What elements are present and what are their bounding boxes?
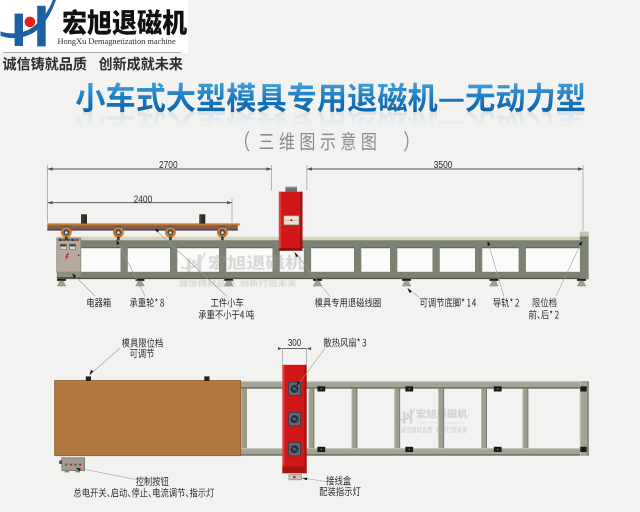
svg-text:2700: 2700 (159, 159, 178, 171)
svg-text:HongXu Demagnetization machine: HongXu Demagnetization machine (417, 420, 466, 424)
svg-text:300: 300 (288, 337, 301, 348)
svg-text:2400: 2400 (134, 194, 153, 206)
svg-text:3500: 3500 (434, 159, 453, 171)
svg-text:HongXu Demagnetization machine: HongXu Demagnetization machine (58, 37, 176, 46)
svg-text:HongXu Demagnetization machine: HongXu Demagnetization machine (209, 272, 274, 277)
